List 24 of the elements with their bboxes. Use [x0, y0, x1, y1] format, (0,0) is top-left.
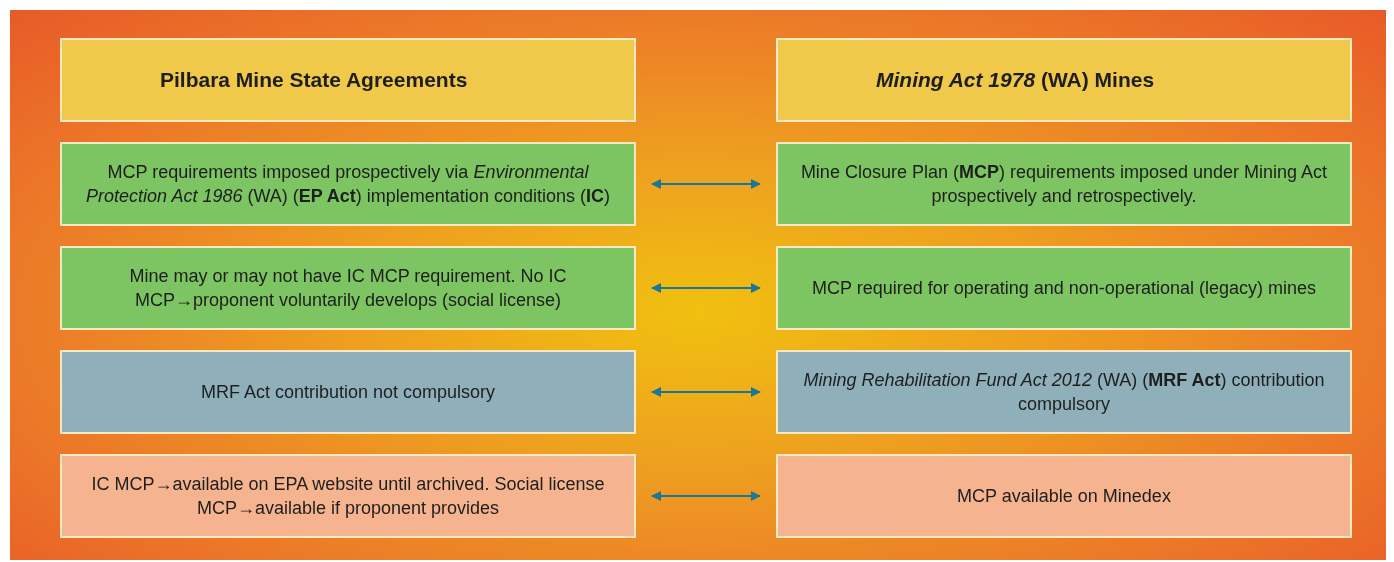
box-text: Mining Rehabilitation Fund Act 2012 (WA) (MRF Act) contribution compulsory: [802, 368, 1326, 416]
info-box: [776, 142, 1352, 226]
column-heading: Pilbara Mine State Agreements: [160, 66, 468, 93]
column-heading: Mining Act 1978 (WA) Mines: [876, 66, 1155, 93]
info-box: [60, 246, 636, 330]
info-box: [776, 246, 1352, 330]
box-text: Mine Closure Plan (MCP) requirements imposed under Mining Act prospectively and retrospectively.: [799, 160, 1329, 208]
double-arrow: [651, 387, 761, 397]
info-box: [776, 350, 1352, 434]
info-box: [60, 142, 636, 226]
box-text: MRF Act contribution not compulsory: [200, 380, 496, 404]
box-text: Mine may or may not have IC MCP requirement. No IC MCP→proponent voluntarily develops (social license): [128, 264, 568, 312]
box-text: IC MCP→available on EPA website until archived. Social license MCP→available if proponent provides: [90, 472, 606, 520]
double-arrow: [651, 491, 761, 501]
box-text: MCP requirements imposed prospectively via Environmental Protection Act 1986 (WA) (EP Act) implementation conditions (IC): [85, 160, 611, 208]
info-box: [60, 350, 636, 434]
header-box: [60, 38, 636, 122]
header-box: [776, 38, 1352, 122]
double-arrow: [651, 179, 761, 189]
box-text: MCP required for operating and non-operational (legacy) mines: [812, 276, 1316, 300]
box-text: MCP available on Minedex: [957, 484, 1171, 508]
double-arrow: [651, 283, 761, 293]
info-box: [60, 454, 636, 538]
info-box: [776, 454, 1352, 538]
